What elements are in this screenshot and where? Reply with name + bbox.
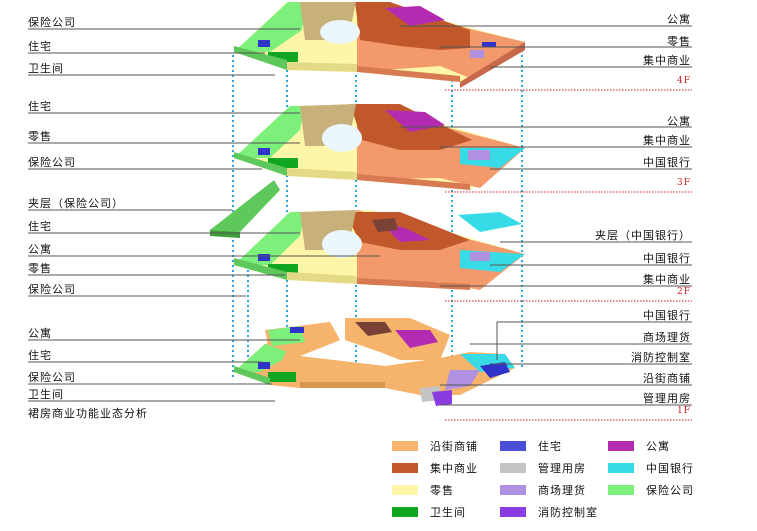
legend-label: 保险公司 bbox=[646, 484, 694, 497]
floor-label-2f: 2F bbox=[677, 287, 691, 297]
label-right-1f-2: 商场理货 bbox=[643, 331, 691, 344]
legend-label: 商场理货 bbox=[538, 484, 586, 497]
legend-swatch bbox=[392, 507, 418, 517]
legend-swatch bbox=[500, 463, 526, 473]
left-leader-lines bbox=[28, 28, 380, 402]
legend-swatch bbox=[500, 507, 526, 517]
label-right-3f-1: 公寓 bbox=[667, 115, 691, 128]
legend-swatch bbox=[392, 463, 418, 473]
label-right-2f-2: 中国银行 bbox=[643, 252, 691, 265]
label-right-2f-1: 夹层（中国银行） bbox=[595, 229, 691, 242]
legend-swatch bbox=[392, 441, 418, 451]
legend-swatch bbox=[608, 463, 634, 473]
legend-swatch bbox=[608, 485, 634, 495]
legend-swatch bbox=[500, 485, 526, 495]
legend-item-insurance: 保险公司 bbox=[608, 482, 694, 498]
label-left-1f-4: 卫生间 bbox=[28, 388, 64, 401]
legend-item-restroom: 卫生间 bbox=[392, 504, 466, 520]
legend-label: 消防控制室 bbox=[538, 506, 598, 519]
label-left-2f-5: 保险公司 bbox=[28, 283, 76, 296]
label-left-4f-1: 保险公司 bbox=[28, 16, 76, 29]
label-left-4f-2: 住宅 bbox=[28, 40, 52, 53]
legend-item-management: 管理用房 bbox=[500, 460, 586, 476]
legend-item-central-commerce: 集中商业 bbox=[392, 460, 478, 476]
label-left-3f-1: 住宅 bbox=[28, 100, 52, 113]
floor-label-4f: 4F bbox=[677, 76, 691, 86]
label-left-1f-2: 住宅 bbox=[28, 349, 52, 362]
legend-label: 集中商业 bbox=[430, 462, 478, 475]
floor-label-1f: 1F bbox=[677, 406, 691, 416]
legend-label: 零售 bbox=[430, 484, 454, 497]
legend-item-apartment: 公寓 bbox=[608, 438, 670, 454]
label-right-4f-3: 集中商业 bbox=[643, 54, 691, 67]
legend-item-street-shops: 沿街商铺 bbox=[392, 438, 478, 454]
legend-label: 卫生间 bbox=[430, 506, 466, 519]
label-right-3f-2: 集中商业 bbox=[643, 134, 691, 147]
label-left-3f-3: 保险公司 bbox=[28, 156, 76, 169]
label-left-4f-3: 卫生间 bbox=[28, 62, 64, 75]
label-right-4f-1: 公寓 bbox=[667, 13, 691, 26]
label-left-1f-3: 保险公司 bbox=[28, 371, 76, 384]
legend-swatch bbox=[392, 485, 418, 495]
legend-item-bank-of-china: 中国银行 bbox=[608, 460, 694, 476]
legend-label: 沿街商铺 bbox=[430, 440, 478, 453]
floor-separators bbox=[445, 89, 692, 421]
floor-4f-plan bbox=[234, 2, 525, 88]
label-right-1f-4: 沿街商铺 bbox=[643, 372, 691, 385]
label-left-2f-3: 公寓 bbox=[28, 243, 52, 256]
label-right-1f-3: 消防控制室 bbox=[631, 351, 691, 364]
legend-label: 公寓 bbox=[646, 440, 670, 453]
label-right-4f-2: 零售 bbox=[667, 35, 691, 48]
floor-1f-plan bbox=[234, 318, 515, 406]
legend-swatch bbox=[608, 441, 634, 451]
label-left-2f-4: 零售 bbox=[28, 262, 52, 275]
right-leader-lines bbox=[400, 25, 692, 406]
label-left-2f-1: 夹层（保险公司） bbox=[28, 197, 124, 210]
label-right-2f-3: 集中商业 bbox=[643, 273, 691, 286]
legend-item-residential: 住宅 bbox=[500, 438, 562, 454]
legend-item-retail: 零售 bbox=[392, 482, 454, 498]
label-left-1f-1: 公寓 bbox=[28, 327, 52, 340]
floor-2f-plan bbox=[210, 180, 525, 290]
label-right-1f-1: 中国银行 bbox=[643, 309, 691, 322]
floor-label-3f: 3F bbox=[677, 178, 691, 188]
legend-label: 中国银行 bbox=[646, 462, 694, 475]
diagram-title: 裙房商业功能业态分析 bbox=[28, 407, 148, 420]
label-left-2f-2: 住宅 bbox=[28, 220, 52, 233]
label-right-3f-3: 中国银行 bbox=[643, 156, 691, 169]
label-right-1f-5: 管理用房 bbox=[643, 392, 691, 405]
legend-swatch bbox=[500, 441, 526, 451]
legend-item-fire-control: 消防控制室 bbox=[500, 504, 598, 520]
legend-label: 住宅 bbox=[538, 440, 562, 453]
legend-item-mall-logistics: 商场理货 bbox=[500, 482, 586, 498]
legend-label: 管理用房 bbox=[538, 462, 586, 475]
label-left-3f-2: 零售 bbox=[28, 130, 52, 143]
